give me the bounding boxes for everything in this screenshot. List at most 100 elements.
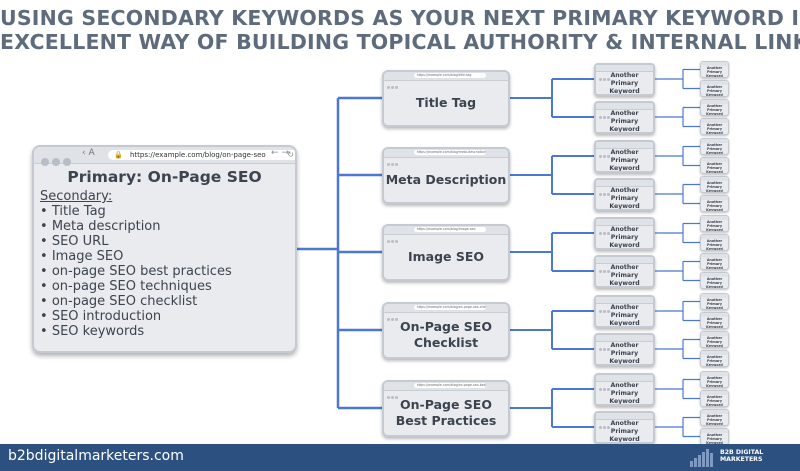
brand-logo: B2B DIGITAL MARKETERS <box>690 447 770 469</box>
browser-bar <box>701 216 728 220</box>
primary-page-window: ‹ A 🔒 https://example.com/blog/on-page-s… <box>32 145 297 353</box>
small-keyword-window: Another Primary Keyword <box>700 253 729 270</box>
browser-bar: https://example.com/blog/title-tag <box>384 71 508 89</box>
keyword-window: Another Primary Keyword <box>594 100 655 134</box>
subtopic-window-label: Image SEO <box>407 249 485 264</box>
small-keyword-window: Another Primary Keyword <box>700 215 729 232</box>
browser-bar: https://example.com/blog/on-page-seo-che… <box>384 303 508 321</box>
secondary-item: SEO keywords <box>40 324 295 339</box>
subtopic-window: https://example.com/blog/on-page-seo-bes… <box>382 379 510 437</box>
small-keyword-window: Another Primary Keyword <box>700 176 729 193</box>
small-keyword-window: Another Primary Keyword <box>700 234 729 251</box>
browser-bar <box>701 273 728 277</box>
window-dots-icon <box>599 258 611 277</box>
small-keyword-window-label: Another Primary Keyword <box>706 239 723 251</box>
small-keyword-window: Another Primary Keyword <box>700 138 729 155</box>
browser-bar <box>701 177 728 181</box>
keyword-window: Another Primary Keyword <box>594 62 655 96</box>
back-icon: ‹ A <box>82 148 95 158</box>
secondary-item: on-page SEO best practices <box>40 264 295 279</box>
browser-bar <box>701 139 728 143</box>
small-keyword-window-label: Another Primary Keyword <box>706 200 723 212</box>
browser-bar <box>701 429 728 433</box>
keyword-window: Another Primary Keyword <box>594 294 655 328</box>
logo-bars-icon <box>690 448 714 467</box>
browser-bar <box>701 235 728 239</box>
address-url: https://example.com/blog/on-page-seo <box>130 151 266 159</box>
keyword-window-label: Another Primary Keyword <box>609 303 640 327</box>
title-line-2: EXCELLENT WAY OF BUILDING TOPICAL AUTHOR… <box>0 30 800 54</box>
small-keyword-window: Another Primary Keyword <box>700 157 729 174</box>
reload-icon: ↻ <box>287 150 294 159</box>
secondary-item: SEO introduction <box>40 309 295 324</box>
nav-arrows-icon: ← → <box>271 148 289 158</box>
small-keyword-window-label: Another Primary Keyword <box>706 220 723 232</box>
keyword-window: Another Primary Keyword <box>594 410 655 444</box>
window-dots-icon <box>599 66 611 85</box>
keyword-window-label: Another Primary Keyword <box>609 109 640 133</box>
small-keyword-window-label: Another Primary Keyword <box>706 414 723 426</box>
secondary-item: SEO URL <box>40 234 295 249</box>
small-keyword-window: Another Primary Keyword <box>700 272 729 289</box>
subtopic-window: https://example.com/blog/meta-descriptio… <box>382 146 510 204</box>
small-keyword-window: Another Primary Keyword <box>700 409 729 426</box>
browser-bar <box>596 218 653 235</box>
secondary-list: Title Tag Meta description SEO URL Image… <box>40 204 295 339</box>
subtopic-window-label: On-Page SEO Best Practices <box>395 397 497 428</box>
browser-bar <box>701 100 728 104</box>
small-keyword-window-label: Another Primary Keyword <box>706 181 723 193</box>
window-dots-icon <box>599 414 611 433</box>
subtopic-window-label: On-Page SEO Checklist <box>400 319 492 350</box>
small-keyword-window-label: Another Primary Keyword <box>706 85 723 97</box>
browser-bar <box>701 62 728 66</box>
secondary-item: Meta description <box>40 219 295 234</box>
browser-bar <box>701 254 728 258</box>
browser-bar: ‹ A 🔒 https://example.com/blog/on-page-s… <box>34 147 295 166</box>
small-keyword-window-label: Another Primary Keyword <box>706 355 723 367</box>
small-keyword-window-label: Another Primary Keyword <box>706 66 723 78</box>
small-keyword-window: Another Primary Keyword <box>700 371 729 388</box>
logo-line-2: MARKETERS <box>720 456 763 463</box>
browser-bar <box>596 334 653 351</box>
small-keyword-window-label: Another Primary Keyword <box>706 395 723 407</box>
window-dots-icon <box>387 74 399 93</box>
lock-icon: 🔒 <box>114 151 123 159</box>
subtopic-window-label: Meta Description <box>385 172 507 187</box>
footer-bar: b2bdigitalmarketers.com B2B DIGITAL MARK… <box>0 444 800 471</box>
subtopic-window: https://example.com/blog/on-page-seo-che… <box>382 301 510 359</box>
keyword-window-label: Another Primary Keyword <box>609 71 640 95</box>
keyword-window: Another Primary Keyword <box>594 332 655 366</box>
small-keyword-window: Another Primary Keyword <box>700 390 729 407</box>
small-keyword-window-label: Another Primary Keyword <box>706 317 723 329</box>
window-dots-icon <box>599 143 611 162</box>
browser-bar <box>701 332 728 336</box>
small-keyword-window: Another Primary Keyword <box>700 293 729 310</box>
browser-bar <box>596 141 653 158</box>
small-keyword-window: Another Primary Keyword <box>700 331 729 348</box>
keyword-window: Another Primary Keyword <box>594 372 655 406</box>
window-dots-icon <box>599 181 611 200</box>
title-line-1: USING SECONDARY KEYWORDS AS YOUR NEXT PR… <box>0 6 800 30</box>
browser-bar: https://example.com/blog/on-page-seo-bes… <box>384 381 508 399</box>
browser-bar <box>596 256 653 273</box>
secondary-item: on-page SEO techniques <box>40 279 295 294</box>
keyword-window-label: Another Primary Keyword <box>609 225 640 249</box>
primary-heading: Primary: On-Page SEO <box>67 168 262 186</box>
address-url: https://example.com/blog/meta-descriptio… <box>413 149 486 155</box>
address-url: https://example.com/blog/on-page-seo-che… <box>413 304 486 310</box>
browser-bar: https://example.com/blog/image-seo <box>384 225 508 243</box>
keyword-window: Another Primary Keyword <box>594 216 655 250</box>
window-dots-icon <box>599 298 611 317</box>
logo-text: B2B DIGITAL MARKETERS <box>720 449 763 463</box>
small-keyword-window: Another Primary Keyword <box>700 312 729 329</box>
small-keyword-window: Another Primary Keyword <box>700 61 729 78</box>
subtopic-window-label: Title Tag <box>415 95 477 110</box>
browser-bar <box>701 313 728 317</box>
small-keyword-window: Another Primary Keyword <box>700 118 729 135</box>
window-dots-icon <box>599 336 611 355</box>
browser-bar <box>701 119 728 123</box>
window-dots-icon <box>599 220 611 239</box>
brand-url: b2bdigitalmarketers.com <box>8 448 184 464</box>
